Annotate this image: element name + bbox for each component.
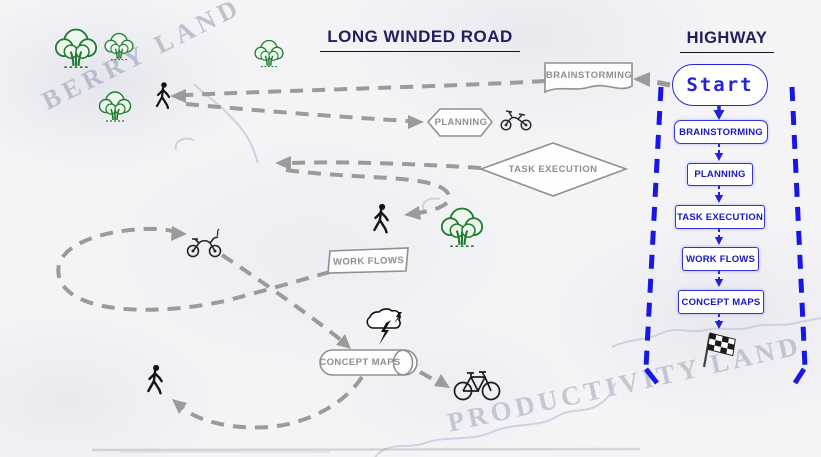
station-planning-hexagon <box>426 108 494 137</box>
road-seg-taskexec-wander <box>291 160 482 170</box>
highway-step-planning: PLANNING <box>687 163 753 186</box>
road-seg-swoop-to-person3 <box>181 375 364 430</box>
road-start-stub <box>649 78 671 88</box>
map-contour-5 <box>174 137 195 151</box>
road-loop <box>56 226 331 312</box>
tree-icon-2 <box>104 32 134 61</box>
walking-person-icon-3 <box>147 363 163 395</box>
paper-crease <box>91 447 641 453</box>
station-taskexecution-diamond <box>478 142 629 197</box>
highway-edges <box>643 86 808 385</box>
start-node: Start <box>672 64 768 106</box>
motorbike-icon <box>186 228 222 258</box>
bicycle-icon <box>453 371 501 401</box>
storm-cloud-icon <box>366 308 402 345</box>
road-seg-curve-to-person2 <box>285 168 452 215</box>
arrowhead-at-person3 <box>172 399 187 414</box>
road-seg-bike-to-conceptmaps <box>220 253 343 342</box>
station-conceptmaps-cylinder <box>319 349 418 376</box>
station-workflows-card <box>327 247 409 274</box>
highway-left-edge-foot <box>644 367 659 385</box>
walking-people <box>147 81 389 395</box>
road-seg-person-to-planning <box>185 102 409 123</box>
tree-icon-1 <box>54 28 98 69</box>
arrowhead-into-planning <box>408 115 424 129</box>
walking-person-icon-2 <box>373 202 389 234</box>
tree-icon-4 <box>98 91 132 122</box>
station-label-planning: PLANNING <box>434 117 488 128</box>
road-station-shapes <box>319 62 633 376</box>
tree-icon-3 <box>254 39 284 68</box>
title-long-winded-road: LONG WINDED ROAD <box>320 27 520 52</box>
station-label-task-execution: TASK EXECUTION <box>508 163 598 175</box>
arrowhead-at-motorbike <box>171 226 187 241</box>
arrowhead-wander-left <box>275 156 291 170</box>
arrowhead-at-person1 <box>170 89 186 103</box>
road-seg-conceptmaps-to-bicycle <box>419 370 437 383</box>
map-contour-1 <box>193 83 259 164</box>
station-label-concept-maps: CONCEPT MAPS <box>319 356 401 368</box>
road-arrowheads <box>170 72 650 414</box>
map-contour-4 <box>422 197 441 213</box>
station-label-brainstorming: BRAINSTORMING <box>545 69 633 81</box>
highway-step-brainstorming: BRAINSTORMING <box>674 120 768 144</box>
arrowhead-into-conceptmaps <box>336 334 351 349</box>
walking-person-icon-1 <box>155 81 171 110</box>
highway-right-edge <box>789 86 808 368</box>
station-conceptmaps-cylinder-cap <box>392 349 414 376</box>
highway-step-task-execution: TASK EXECUTION <box>675 205 765 229</box>
tree-icon-5 <box>440 207 484 248</box>
highway-right-edge-foot <box>792 367 807 385</box>
arrowhead-at-bicycle <box>434 374 450 388</box>
road-seg-brainstorming-to-person <box>185 79 546 97</box>
checkered-flag-icon <box>702 332 736 368</box>
highway-step-work-flows: WORK FLOWS <box>682 247 759 271</box>
station-brainstorming-document <box>544 62 633 94</box>
long-winded-road-path <box>56 78 671 430</box>
arrowhead-into-brainstorming <box>633 72 650 87</box>
map-contour-3 <box>374 382 616 457</box>
title-highway: HIGHWAY <box>680 29 774 53</box>
arrowhead-at-person2 <box>404 206 421 220</box>
highway-step-concept-maps: CONCEPT MAPS <box>678 290 764 314</box>
highway-left-edge <box>643 86 664 368</box>
station-label-work-flows: WORK FLOWS <box>332 254 405 268</box>
scooter-icon <box>500 110 532 131</box>
